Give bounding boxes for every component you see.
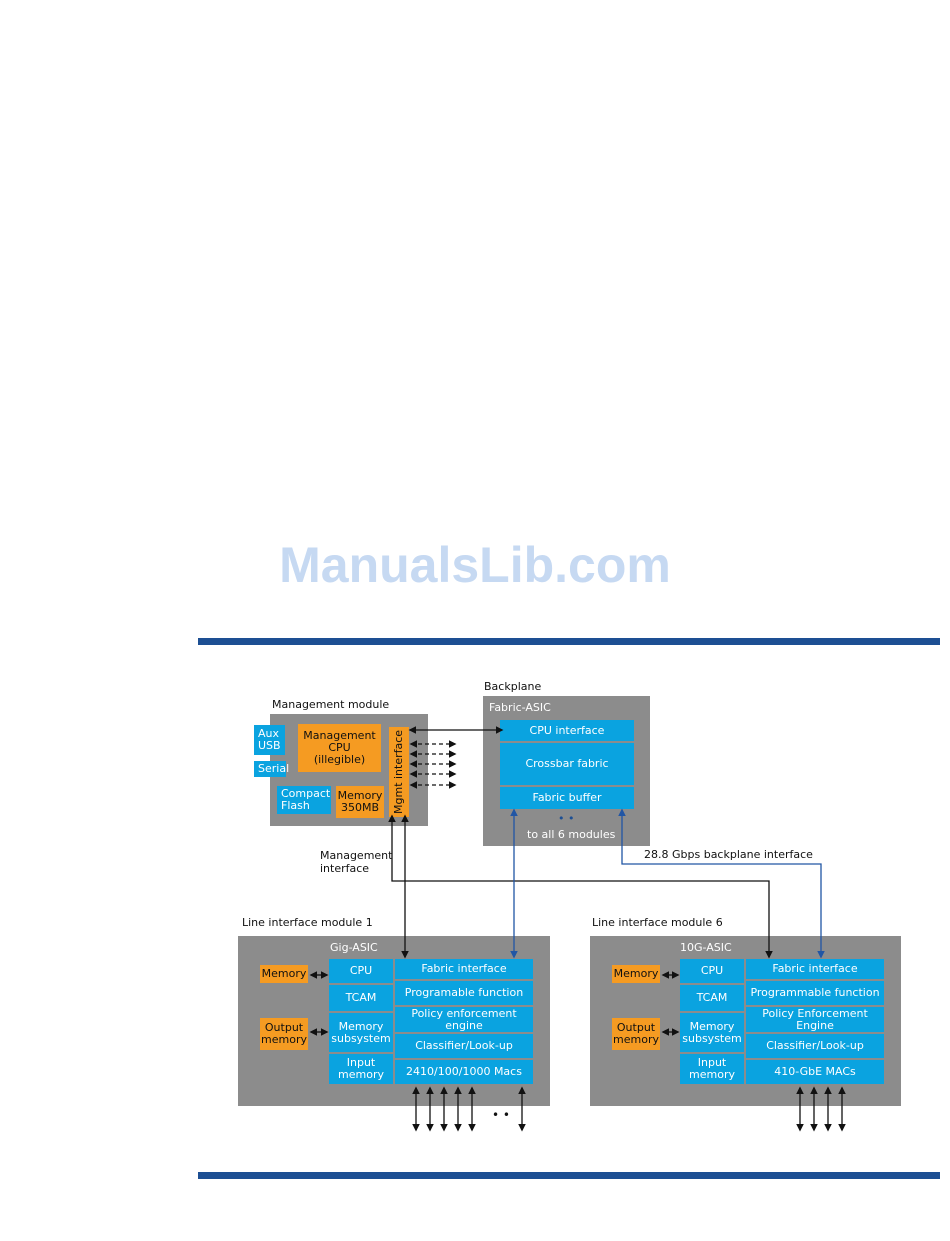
lm6-tcam-block: TCAM (680, 985, 744, 1011)
lm6-port-arrows (796, 1086, 846, 1132)
management-module-title: Management module (272, 698, 390, 711)
lm6-input-memory-block: Input memory (680, 1054, 744, 1084)
lm6-fabric-interface-block: Fabric interface (746, 959, 884, 979)
lm6-cpu-block: CPU (680, 959, 744, 983)
fabric-asic-title: Fabric-ASIC (489, 701, 551, 714)
management-cpu-block: Management CPU (illegible) (298, 724, 381, 772)
crossbar-fabric-block: Crossbar fabric (500, 743, 634, 785)
aux-usb-block: Aux USB (254, 725, 285, 755)
line-module-6-panel: 10G-ASIC Memory Output memory CPU TCAM M… (590, 936, 901, 1106)
line-module-1-title: Line interface module 1 (242, 916, 373, 929)
lm6-macs-block: 410-GbE MACs (746, 1060, 884, 1084)
lm1-output-memory-block: Output memory (260, 1018, 308, 1050)
watermark: ManualsLib.com (279, 537, 671, 593)
cpu-interface-block: CPU interface (500, 720, 634, 741)
bottom-rule (198, 1172, 940, 1179)
lm6-memory-block: Memory (612, 965, 660, 983)
lm1-port-arrows (412, 1086, 526, 1132)
serial-block: Serial (254, 761, 289, 777)
lm1-memory-subsystem-block: Memory subsystem (329, 1013, 393, 1052)
lm1-macs-block: 2410/100/1000 Macs (395, 1060, 533, 1084)
lm1-policy-engine-block: Policy enforcement engine (395, 1007, 533, 1032)
compact-flash-block: Compact Flash (277, 786, 331, 814)
lm1-cpu-block: CPU (329, 959, 393, 983)
lm6-policy-engine-block: Policy Enforcement Engine (746, 1007, 884, 1032)
lm6-memory-subsystem-block: Memory subsystem (680, 1013, 744, 1052)
management-module-panel: Management CPU (illegible) Compact Flash… (270, 714, 428, 826)
memory-350mb-block: Memory 350MB (336, 786, 384, 818)
lm1-memory-block: Memory (260, 965, 308, 983)
lm6-function-block: Programmable function (746, 981, 884, 1005)
lm1-input-memory-block: Input memory (329, 1054, 393, 1084)
lm1-fabric-interface-block: Fabric interface (395, 959, 533, 979)
line-module-1-panel: Gig-ASIC Memory Output memory CPU TCAM M… (238, 936, 550, 1106)
lm1-classifier-block: Classifier/Look-up (395, 1034, 533, 1058)
lm6-output-memory-block: Output memory (612, 1018, 660, 1050)
lm6-classifier-block: Classifier/Look-up (746, 1034, 884, 1058)
lm1-tcam-block: TCAM (329, 985, 393, 1011)
mgmt-dashed-arrows (409, 740, 457, 789)
fabric-to-lm6-link (618, 808, 825, 959)
fabric-buffer-block: Fabric buffer (500, 787, 634, 809)
lm1-port-dots: • • (492, 1108, 510, 1122)
lm1-function-block: Programable function (395, 981, 533, 1005)
gig-asic-title: Gig-ASIC (330, 941, 378, 954)
mgmt-to-lm6-arrow (388, 814, 773, 959)
management-interface-label: Management interface (320, 849, 393, 875)
top-rule (198, 638, 940, 645)
backplane-title: Backplane (484, 680, 542, 693)
